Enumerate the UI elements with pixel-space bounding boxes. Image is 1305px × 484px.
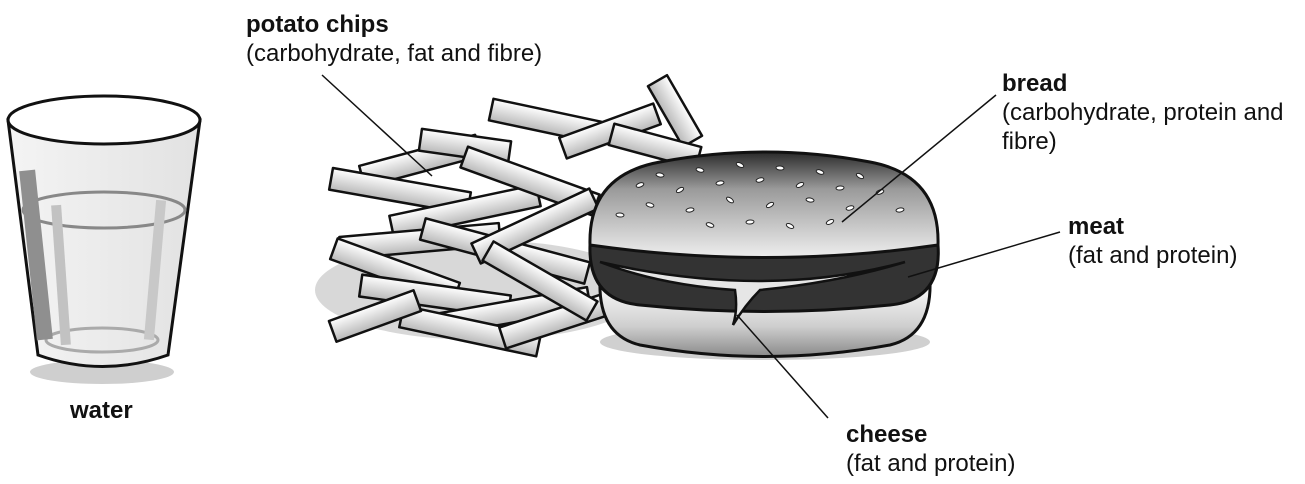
leader-lines [321, 74, 1061, 419]
cheese-slice [599, 260, 906, 326]
meat-name: meat [1068, 213, 1125, 240]
bread-leader [841, 94, 997, 223]
glass-highlight [51, 204, 71, 346]
bread-label: bread (carbohydrate, protein and fibre) [1002, 69, 1302, 156]
glass-highlight [19, 169, 53, 341]
meat-leader [907, 231, 1061, 278]
meat-nutrients: (fat and protein) [1068, 242, 1238, 269]
cheese-leader [736, 314, 829, 419]
meat-label: meat (fat and protein) [1068, 212, 1237, 270]
cheese-label: cheese (fat and protein) [846, 420, 1015, 478]
top-bun [588, 150, 940, 259]
bread-nutrients: (carbohydrate, protein and fibre) [1002, 99, 1284, 155]
potato-chips-name: potato chips [246, 11, 389, 38]
glass-shadow [30, 360, 174, 384]
cheese-nutrients: (fat and protein) [846, 450, 1016, 477]
hamburger [588, 150, 940, 360]
glass-base [44, 326, 160, 354]
potato-chips [315, 73, 704, 358]
glass-highlight [143, 199, 167, 341]
cheese-name: cheese [846, 421, 928, 448]
bread-name: bread [1002, 70, 1068, 97]
potato-chips-label: potato chips (carbohydrate, fat and fibr… [246, 10, 542, 68]
water-label: water [70, 397, 133, 424]
glass-rim [6, 94, 202, 146]
water-surface [21, 190, 187, 230]
sesame-seeds [615, 162, 905, 229]
chips-leader [321, 74, 433, 177]
potato-chips-nutrients: (carbohydrate, fat and fibre) [246, 40, 543, 67]
water-glass [6, 94, 202, 384]
